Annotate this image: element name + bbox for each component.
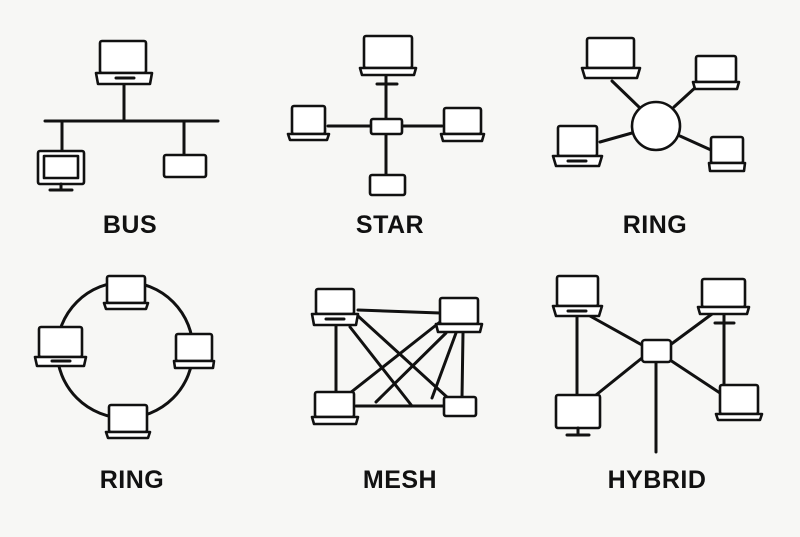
ring-link	[598, 131, 634, 144]
star-topology	[286, 34, 486, 197]
device-box-icon	[162, 153, 208, 179]
ring-node	[630, 100, 682, 152]
laptop-icon	[102, 274, 150, 311]
mesh-link	[348, 320, 442, 395]
laptop-icon	[358, 34, 418, 77]
device-box-icon	[442, 395, 478, 418]
hub-icon	[369, 117, 404, 136]
hybrid-link	[588, 314, 644, 347]
laptop-icon	[310, 287, 360, 327]
mesh-link	[430, 331, 458, 400]
label-hybrid: HYBRID	[607, 466, 707, 494]
mesh-topology	[310, 287, 484, 426]
laptop-icon	[33, 325, 88, 368]
ring-link	[610, 79, 642, 110]
mesh-link	[374, 331, 448, 404]
laptop-icon	[551, 274, 604, 318]
hub-icon	[640, 338, 673, 364]
laptop-icon	[691, 54, 741, 91]
desktop-icon	[36, 149, 86, 192]
label-ring: RING	[622, 211, 688, 239]
mesh-link	[356, 314, 450, 400]
label-bus: BUS	[102, 211, 158, 239]
hybrid-link	[668, 358, 722, 395]
laptop-icon	[434, 296, 484, 334]
laptop-icon	[696, 277, 751, 316]
desktop-icon	[554, 393, 602, 437]
hybrid-topology	[551, 274, 764, 454]
laptop-icon	[714, 383, 764, 422]
laptop-icon	[707, 135, 747, 173]
label-mesh: MESH	[362, 466, 438, 494]
hybrid-link	[668, 312, 714, 347]
laptop-icon	[310, 390, 360, 426]
laptop-icon	[286, 104, 331, 142]
hybrid-link	[594, 356, 644, 397]
laptop-icon	[439, 106, 486, 143]
label-star: STAR	[355, 211, 425, 239]
laptop-icon	[104, 403, 152, 440]
ring-link	[672, 84, 699, 109]
mesh-link	[356, 308, 442, 315]
laptop-icon	[580, 36, 642, 80]
ring-topology-alt	[33, 274, 216, 440]
laptop-icon	[551, 124, 604, 168]
device-box-icon	[368, 173, 407, 197]
ring-link	[678, 134, 713, 152]
ring-topology	[551, 36, 747, 173]
label-ring-alt: RING	[99, 466, 165, 494]
mesh-link	[348, 325, 414, 408]
mesh-link	[460, 331, 465, 400]
bus-topology	[36, 39, 220, 192]
laptop-icon	[94, 39, 154, 86]
laptop-icon	[172, 332, 216, 370]
